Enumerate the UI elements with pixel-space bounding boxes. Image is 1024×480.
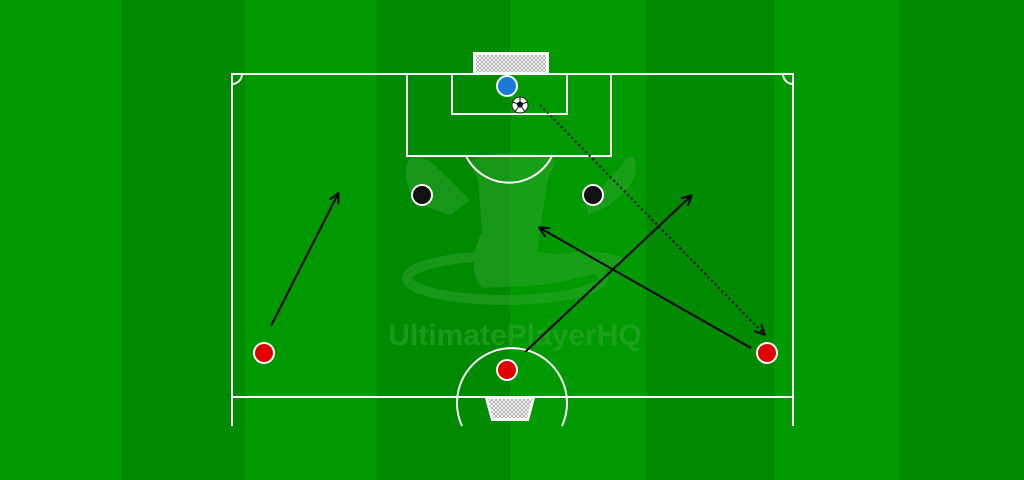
goal-net-icon — [484, 397, 536, 421]
pass-arrow-dotted — [539, 104, 764, 334]
run-arrow-right-winger — [540, 228, 752, 349]
movement-arrows — [270, 104, 764, 353]
goal-net-icon — [473, 52, 549, 75]
attackers — [253, 342, 778, 381]
run-arrow-left-winger — [270, 194, 338, 327]
attacker-marker — [756, 342, 778, 364]
attacker-marker — [253, 342, 275, 364]
center-circle — [456, 347, 568, 427]
soccer-ball-icon — [511, 96, 529, 114]
goalkeeper-marker — [496, 75, 518, 97]
watermark-text: UltimatePlayerHQ — [388, 319, 641, 352]
corner-arc-right — [782, 73, 794, 85]
run-arrow-center-forward — [524, 196, 691, 353]
attacker-marker — [496, 359, 518, 381]
corner-arc-left — [231, 73, 243, 85]
defenders — [411, 184, 604, 206]
penalty-arc — [465, 155, 553, 184]
defender-marker — [411, 184, 433, 206]
defender-marker — [582, 184, 604, 206]
